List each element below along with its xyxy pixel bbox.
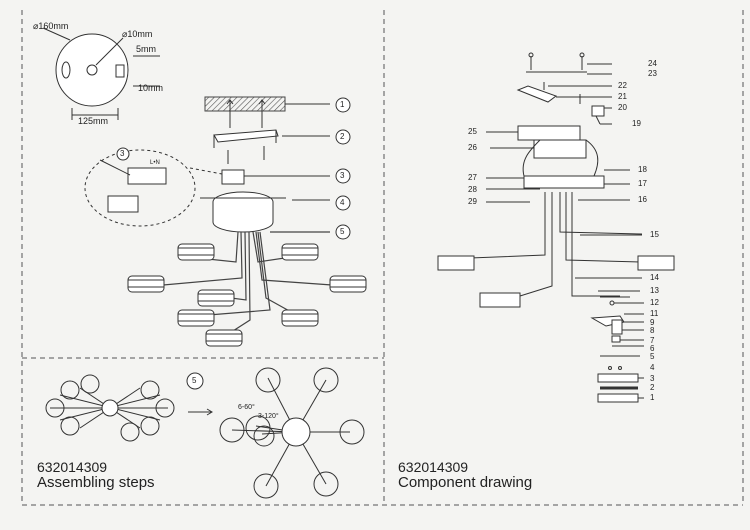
part-29: 29: [468, 197, 477, 206]
right-caption: Component drawing: [398, 474, 533, 491]
detail-step-label: 3: [120, 149, 125, 158]
part-14: 14: [650, 273, 659, 282]
part-13: 13: [650, 286, 659, 295]
angle-step-marker: [186, 372, 204, 390]
top-view-folded: [45, 374, 175, 442]
step-1-label: 1: [340, 100, 345, 109]
part-15: 15: [650, 230, 659, 239]
transform-arrow: [188, 408, 213, 416]
part-12: 12: [650, 298, 659, 307]
part-6: 6: [650, 344, 655, 353]
angle-range-1-label: 6-60°: [238, 404, 255, 411]
lamp-shades: [127, 243, 367, 347]
part-27: 27: [468, 173, 477, 182]
canopy-body: [200, 191, 330, 233]
hole-diameter-label: ⌀10mm: [122, 29, 153, 39]
canopy-diameter-label: ⌀160mm: [33, 21, 69, 31]
part-17: 17: [638, 179, 647, 188]
step-4-label: 4: [340, 198, 345, 207]
left-caption: Assembling steps: [37, 474, 155, 491]
part-8: 8: [650, 326, 655, 335]
part-20: 20: [618, 103, 627, 112]
step-5-label: 5: [340, 227, 345, 236]
canopy-dimension-drawing: [42, 27, 160, 120]
part-5: 5: [650, 352, 655, 361]
part-22: 22: [618, 81, 627, 90]
left-product-code: 632014309: [37, 459, 108, 475]
part-26: 26: [468, 143, 477, 152]
terminal-block: [221, 169, 330, 185]
ceiling-hatch: [204, 96, 286, 112]
top-view-spread: [219, 367, 365, 499]
mounting-bracket: [213, 129, 330, 164]
part-2: 2: [650, 383, 655, 392]
part-7: 7: [650, 336, 655, 345]
step-2-label: 2: [340, 132, 345, 141]
step-3-label: 3: [340, 171, 345, 180]
part-11: 11: [650, 309, 659, 318]
terminal-detail-callout: [84, 149, 223, 227]
part-4: 4: [650, 363, 655, 372]
slot-length-label: 10mm: [138, 83, 164, 93]
part-25: 25: [468, 127, 477, 136]
hole-spacing-label: 125mm: [78, 116, 109, 126]
angle-step-label: 5: [192, 376, 197, 385]
ceiling-arrows: [226, 99, 330, 128]
angle-range-2-label: 3-120°: [258, 413, 279, 420]
panel-dividers: [21, 10, 744, 506]
part-3: 3: [650, 374, 655, 383]
detail-step-marker: [116, 147, 130, 161]
part-18: 18: [638, 165, 647, 174]
step-circles: [335, 97, 351, 240]
slot-width-label: 5mm: [136, 44, 156, 54]
part-1: 1: [650, 393, 655, 402]
part-23: 23: [648, 69, 657, 78]
exploded-view: [437, 52, 675, 403]
part-16: 16: [638, 195, 647, 204]
part-21: 21: [618, 92, 627, 101]
part-24: 24: [648, 59, 657, 68]
right-product-code: 632014309: [398, 459, 469, 475]
part-9: 9: [650, 318, 655, 327]
part-19: 19: [632, 119, 641, 128]
part-28: 28: [468, 185, 477, 194]
wire-tag-label: L•N: [150, 160, 160, 166]
